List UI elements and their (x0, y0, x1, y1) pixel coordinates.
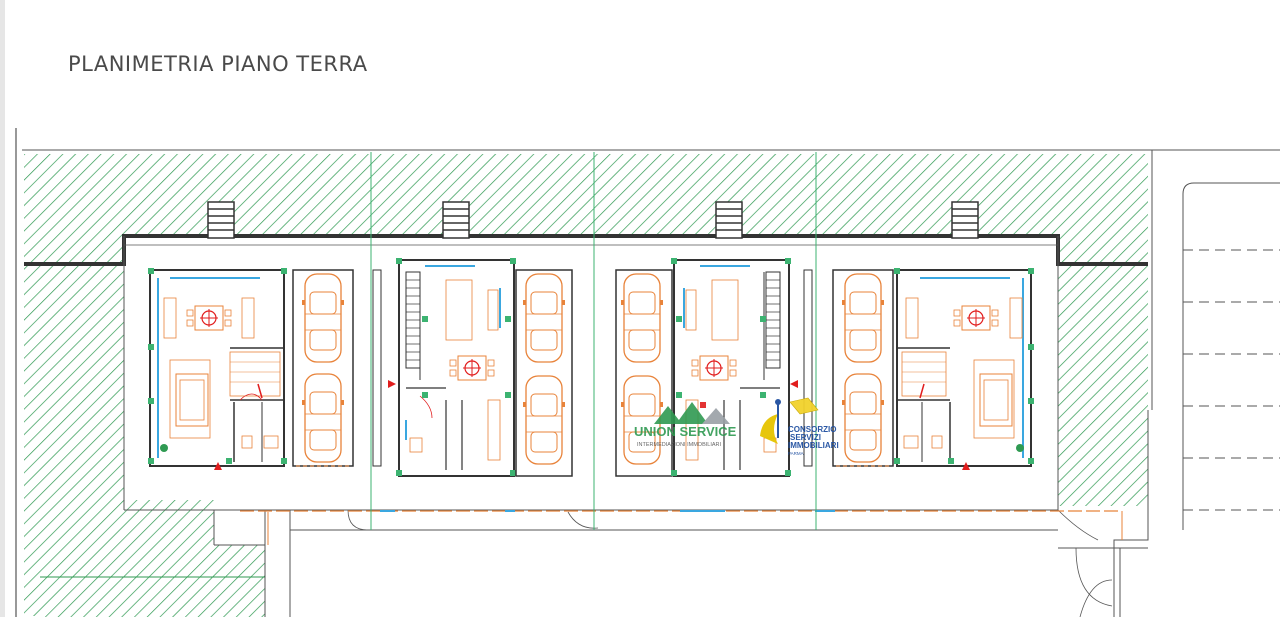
building-outline (24, 234, 1148, 617)
lot-dividers (370, 152, 817, 530)
parking-area (1058, 182, 1280, 617)
union-service-subtext: INTERMEDIAZIONI IMMOBILIARI (637, 442, 722, 448)
union-service-text: UNION SERVICE (634, 424, 737, 439)
consorzio-line-3: IMMOBILIARI (788, 441, 839, 450)
unit-1 (148, 268, 354, 470)
fence-line (240, 510, 1123, 545)
consorzio-logo: CONSORZIO SERVIZI IMMOBILIARI PARMA (760, 397, 839, 456)
page-edge (0, 0, 5, 617)
union-service-logo: UNION SERVICE INTERMEDIAZIONI IMMOBILIAR… (634, 402, 737, 448)
unit-4 (832, 268, 1034, 470)
site-boundary (15, 128, 1280, 617)
consorzio-line-1: CONSORZIO (788, 425, 836, 434)
unit-2 (372, 258, 573, 477)
consorzio-line-2: SERVIZI (790, 433, 821, 442)
page-title: PLANIMETRIA PIANO TERRA (68, 52, 368, 76)
garden-areas (24, 154, 1148, 617)
consorzio-line-4: PARMA (788, 451, 804, 456)
